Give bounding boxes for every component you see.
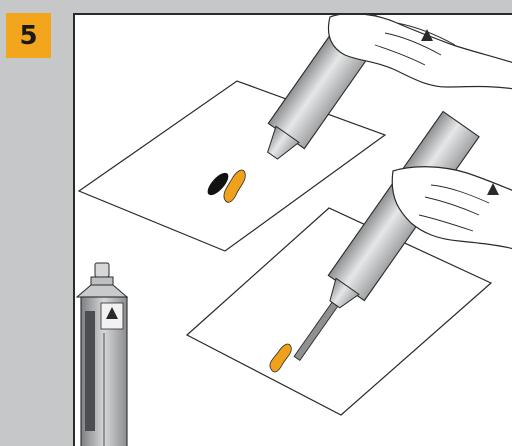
illustration-svg — [75, 15, 512, 446]
step-number-badge: 5 — [6, 13, 51, 58]
mixer-nozzle — [293, 301, 339, 362]
cartridge-stripe — [85, 311, 95, 431]
orange-adhesive-bead — [223, 169, 246, 203]
upper-gloved-hand — [327, 15, 512, 90]
cartridge-neck — [90, 276, 114, 286]
dual-cartridge-icon — [75, 262, 129, 446]
upper-applicator — [267, 15, 512, 160]
instruction-illustration — [73, 13, 512, 446]
cartridge-logo-icon — [106, 307, 118, 319]
upper-nozzle-tip — [267, 125, 300, 160]
adhesive-beads-upper — [207, 169, 246, 203]
upper-glove-logo-icon — [421, 29, 433, 41]
cartridge-cap — [94, 262, 110, 278]
lower-glove-logo-icon — [487, 183, 499, 195]
lower-hand-finger-lines — [418, 184, 490, 232]
black-adhesive-bead — [207, 172, 229, 196]
lower-nozzle-cone — [329, 277, 360, 309]
cartridge-shoulder — [75, 284, 129, 298]
lower-applicator — [293, 110, 512, 362]
lower-sheet — [185, 207, 493, 416]
orange-adhesive-bead-lower — [269, 343, 292, 373]
lower-gloved-hand — [391, 166, 512, 250]
step-number: 5 — [19, 20, 38, 51]
